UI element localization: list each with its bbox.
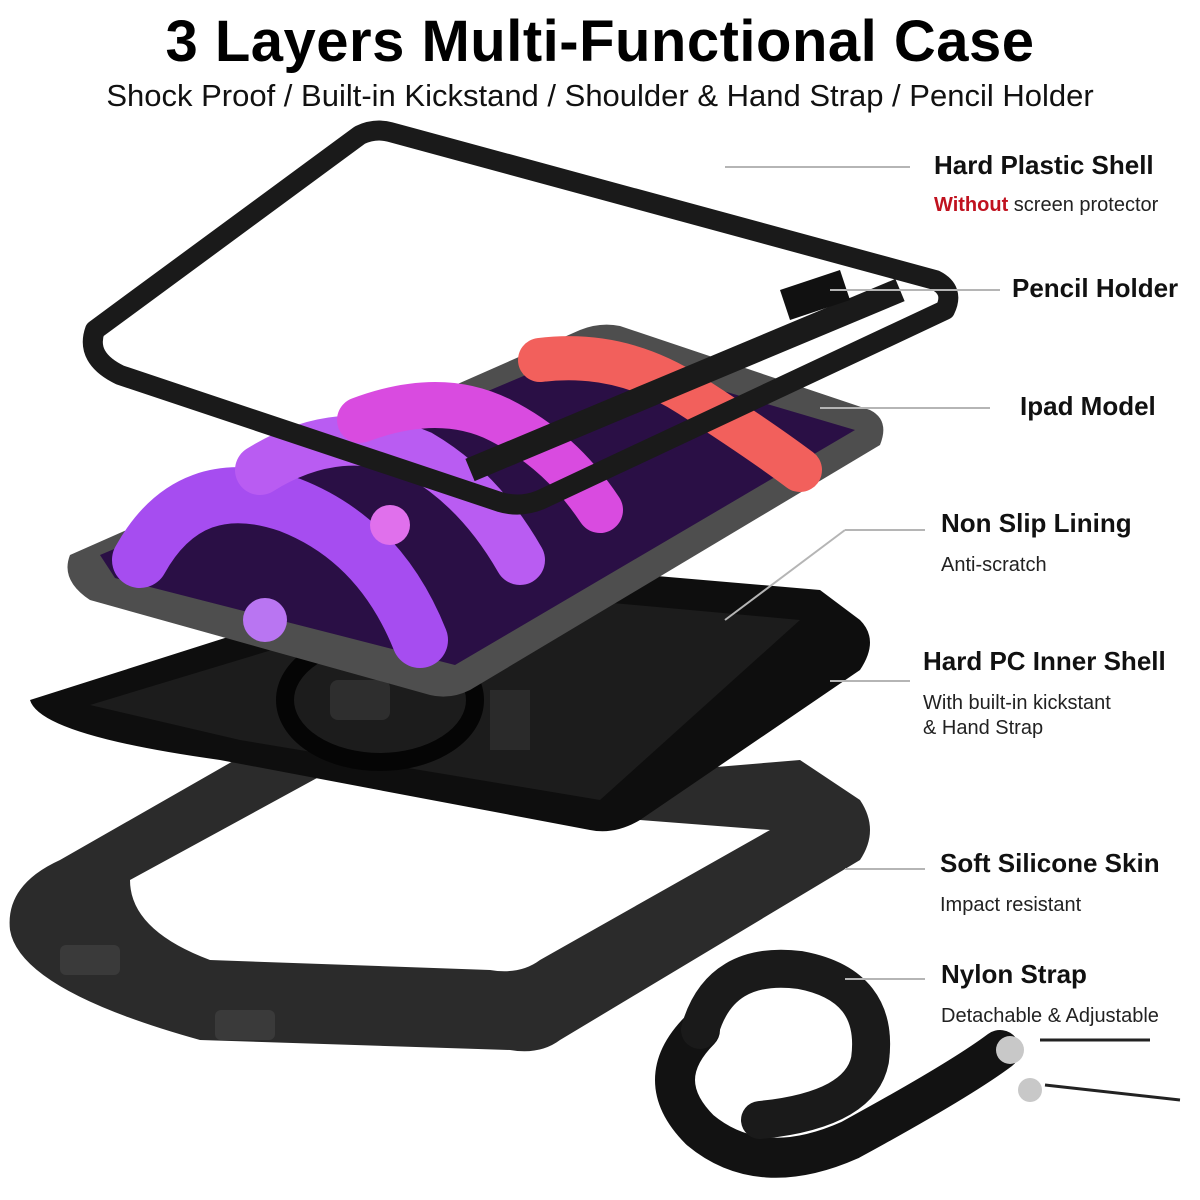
callout-title: Hard Plastic Shell: [934, 150, 1154, 180]
callout-desc-line2: & Hand Strap: [923, 717, 1044, 739]
callout-inner-shell: Hard PC Inner Shell With built-in kickst…: [923, 646, 1166, 741]
callout-desc: Without screen protector: [934, 193, 1158, 218]
callout-silicone-skin: Soft Silicone Skin Impact resistant: [940, 848, 1160, 918]
plastic-shell-illustration: [82, 120, 959, 515]
ipad-illustration: [67, 324, 884, 697]
page-title: 3 Layers Multi-Functional Case: [165, 9, 1035, 74]
callout-title: Ipad Model: [1020, 391, 1156, 421]
leader-non-slip-lining: [845, 529, 925, 531]
leader-inner-shell: [830, 680, 910, 682]
callout-desc: Detachable & Adjustable: [941, 1005, 1159, 1027]
callout-accent-word: Without: [934, 194, 1009, 216]
leader-non-slip-diagonal: [724, 529, 846, 621]
page-subtitle: Shock Proof / Built-in Kickstand / Shoul…: [106, 78, 1094, 113]
callout-pencil-holder: Pencil Holder: [1012, 273, 1178, 304]
callout-desc: Impact resistant: [940, 894, 1082, 916]
callout-desc-line1: With built-in kickstant: [923, 692, 1111, 714]
callout-nylon-strap: Nylon Strap Detachable & Adjustable: [941, 959, 1159, 1029]
callout-title: Soft Silicone Skin: [940, 848, 1160, 878]
callout-non-slip-lining: Non Slip Lining Anti-scratch: [941, 508, 1132, 578]
leader-nylon-strap: [845, 978, 925, 980]
leader-silicone-skin: [845, 868, 925, 870]
callout-title: Non Slip Lining: [941, 508, 1132, 538]
callout-title: Hard PC Inner Shell: [923, 646, 1166, 676]
leader-pencil-holder: [830, 289, 1000, 291]
callout-hard-plastic-shell: Hard Plastic Shell Without screen protec…: [934, 150, 1158, 218]
callout-title: Pencil Holder: [1012, 273, 1179, 303]
leader-hard-plastic-shell: [725, 166, 910, 168]
callout-desc-rest: screen protector: [1008, 194, 1159, 216]
leader-ipad-model: [820, 407, 990, 409]
nylon-strap-illustration: [655, 949, 1181, 1178]
callout-desc: Anti-scratch: [941, 554, 1047, 576]
callout-ipad-model: Ipad Model: [1020, 391, 1156, 422]
callout-title: Nylon Strap: [941, 959, 1087, 989]
callout-desc: With built-in kickstant & Hand Strap: [923, 691, 1166, 741]
